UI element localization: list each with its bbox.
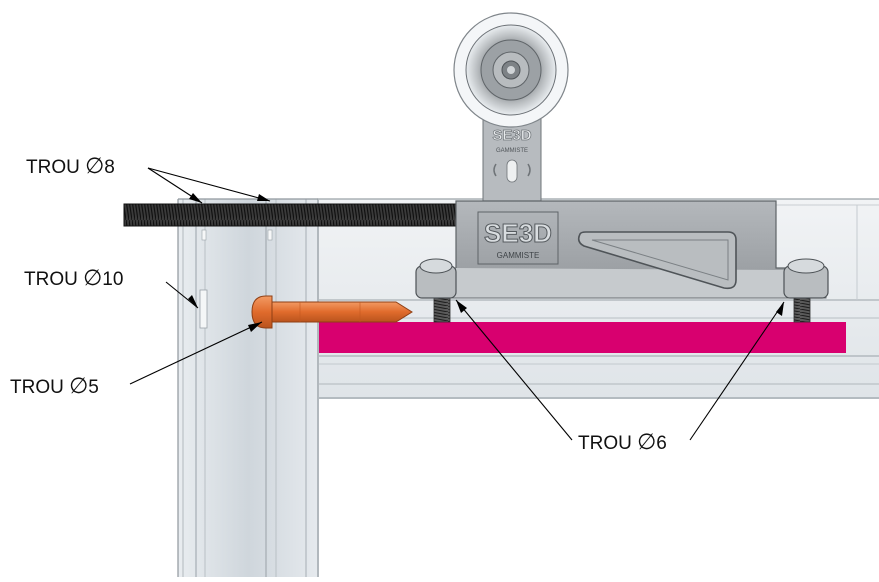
hanger-plate: SE3D GAMMISTE xyxy=(482,117,542,207)
right-bolt xyxy=(783,258,829,323)
bracket-block: SE3D GAMMISTE xyxy=(439,200,827,299)
label-trou-10: TROU ∅10 xyxy=(24,266,124,291)
label-trou-6: TROU ∅6 xyxy=(578,430,667,455)
left-bolt xyxy=(415,258,457,323)
roller-wheel xyxy=(453,12,569,128)
pink-strip xyxy=(319,322,846,353)
orange-screw xyxy=(251,295,413,329)
bracket-logo-sub: GAMMISTE xyxy=(497,251,540,260)
vertical-post xyxy=(177,198,319,577)
label-trou-8: TROU ∅8 xyxy=(26,154,115,179)
hanger-logo-sub: GAMMISTE xyxy=(496,148,528,154)
threaded-rod xyxy=(123,203,460,227)
hanger-logo: SE3D xyxy=(492,127,531,144)
bracket-logo: SE3D xyxy=(484,218,552,248)
hole-10-slot xyxy=(199,289,208,329)
leader-arrowheads xyxy=(188,193,784,332)
label-trou-5: TROU ∅5 xyxy=(10,374,99,399)
